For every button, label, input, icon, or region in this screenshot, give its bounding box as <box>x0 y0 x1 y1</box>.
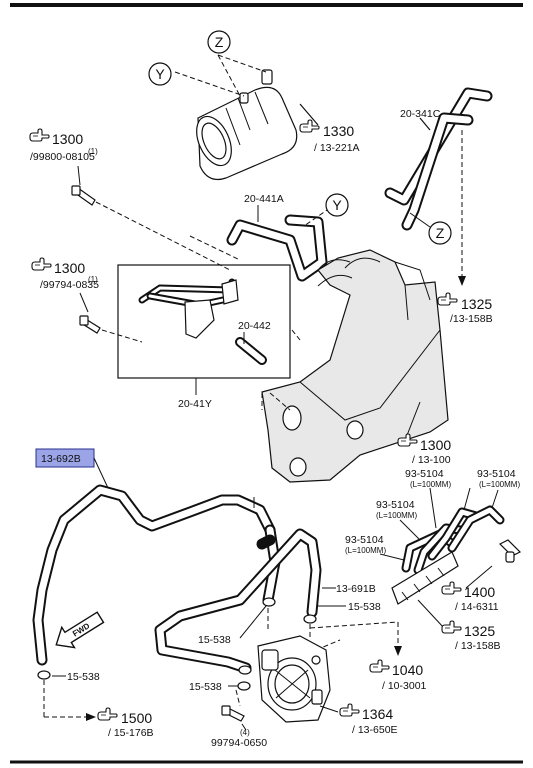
ref-1325-upper[interactable]: 1325 <box>461 296 492 312</box>
label-20-442[interactable]: 20-442 <box>238 320 271 332</box>
pointing-hand-icon <box>369 659 390 673</box>
ref-1500-sub: / 15-176B <box>108 727 154 739</box>
ref-1040-sub: / 10-3001 <box>382 680 427 692</box>
fwd-arrow-icon: FWD <box>55 611 105 649</box>
marker-y-left-label: Y <box>155 66 165 82</box>
ref-1300-c[interactable]: 1300 <box>420 437 451 453</box>
ref-1325-upper-sub: /13-158B <box>450 313 493 325</box>
marker-y-left <box>148 62 172 86</box>
pointing-hand-icon <box>299 119 320 133</box>
note-93-5104-d: (L=100MM) <box>345 546 386 555</box>
ref-1300-b-sub: /99794-0835 <box>40 279 99 291</box>
ref-1364[interactable]: 1364 <box>362 706 393 722</box>
vacuum-hoses <box>391 505 522 605</box>
clamp-15-538-bottom <box>237 681 251 691</box>
ref-1400[interactable]: 1400 <box>464 584 495 600</box>
label-15-538-left[interactable]: 15-538 <box>67 671 100 683</box>
note-93-5104-a: (L=100MM) <box>410 480 451 489</box>
label-20-341c[interactable]: 20-341C <box>400 108 441 120</box>
bracket-20-41y <box>138 278 239 339</box>
bolt-middle <box>79 315 101 334</box>
pointing-hand-icon <box>441 581 462 595</box>
pointing-hand-icon <box>339 703 360 717</box>
note-93-5104-c: (L=100MM) <box>376 511 417 520</box>
label-93-5104-b[interactable]: 93-5104 <box>477 468 516 480</box>
pointing-hand-icon <box>31 257 52 271</box>
ref-1300-a-sub: /99800-08105 <box>30 151 95 163</box>
label-15-538-mid[interactable]: 15-538 <box>198 634 231 646</box>
label-20-41y[interactable]: 20-41Y <box>178 398 212 410</box>
throttle-body <box>257 635 331 723</box>
ref-1400-sub: / 14-6311 <box>455 601 499 613</box>
intake-manifold <box>261 249 449 483</box>
label-13-691b[interactable]: 13-691B <box>336 583 376 595</box>
label-93-5104-d[interactable]: 93-5104 <box>345 534 384 546</box>
ref-1300-a[interactable]: 1300 <box>52 131 83 147</box>
ref-1364-sub: / 13-650E <box>352 724 398 736</box>
marker-z-top-label: Z <box>215 34 224 50</box>
ref-1300-c-sub: / 13-100 <box>412 454 451 466</box>
bolt-throttle <box>221 705 245 722</box>
ref-1500[interactable]: 1500 <box>121 710 152 726</box>
clamp-15-538-lower <box>238 665 252 675</box>
canister-assembly <box>196 69 298 181</box>
label-13-692b[interactable]: 13-692B <box>41 453 81 465</box>
ref-1330[interactable]: 1330 <box>323 123 354 139</box>
ref-1330-sub: / 13-221A <box>314 142 360 154</box>
ref-1300-a-qty: (1) <box>88 147 98 156</box>
ref-1300-b-qty: (1) <box>88 275 98 284</box>
label-93-5104-c[interactable]: 93-5104 <box>376 499 415 511</box>
marker-z-right-label: Z <box>436 225 445 241</box>
pointing-hand-icon <box>29 128 50 142</box>
label-20-441a[interactable]: 20-441A <box>244 193 284 205</box>
pointing-hand-icon <box>437 292 458 306</box>
note-93-5104-b: (L=100MM) <box>479 480 520 489</box>
clamp-15-538-right <box>303 614 317 624</box>
bolt-qty: (4) <box>240 728 250 737</box>
pointing-hand-icon <box>441 620 462 634</box>
marker-y-right <box>325 193 349 217</box>
ref-1325-lower[interactable]: 1325 <box>464 623 495 639</box>
bolt-upper <box>71 185 96 206</box>
ref-1325-lower-sub: / 13-158B <box>455 640 501 652</box>
pointing-hand-icon <box>97 707 118 721</box>
ref-1040[interactable]: 1040 <box>392 662 423 678</box>
label-15-538-right[interactable]: 15-538 <box>348 601 381 613</box>
bracket-box-20-41y <box>117 264 291 379</box>
bolt-part-number[interactable]: 99794-0650 <box>211 737 267 749</box>
ref-1300-b[interactable]: 1300 <box>54 260 85 276</box>
label-15-538-bottom[interactable]: 15-538 <box>189 681 222 693</box>
marker-z-top <box>207 30 231 54</box>
clamp-15-538-left <box>37 670 51 680</box>
label-93-5104-a[interactable]: 93-5104 <box>405 468 444 480</box>
marker-y-right-label: Y <box>332 197 342 213</box>
marker-z-right <box>428 221 452 245</box>
clamp-15-538-mid <box>262 597 276 607</box>
